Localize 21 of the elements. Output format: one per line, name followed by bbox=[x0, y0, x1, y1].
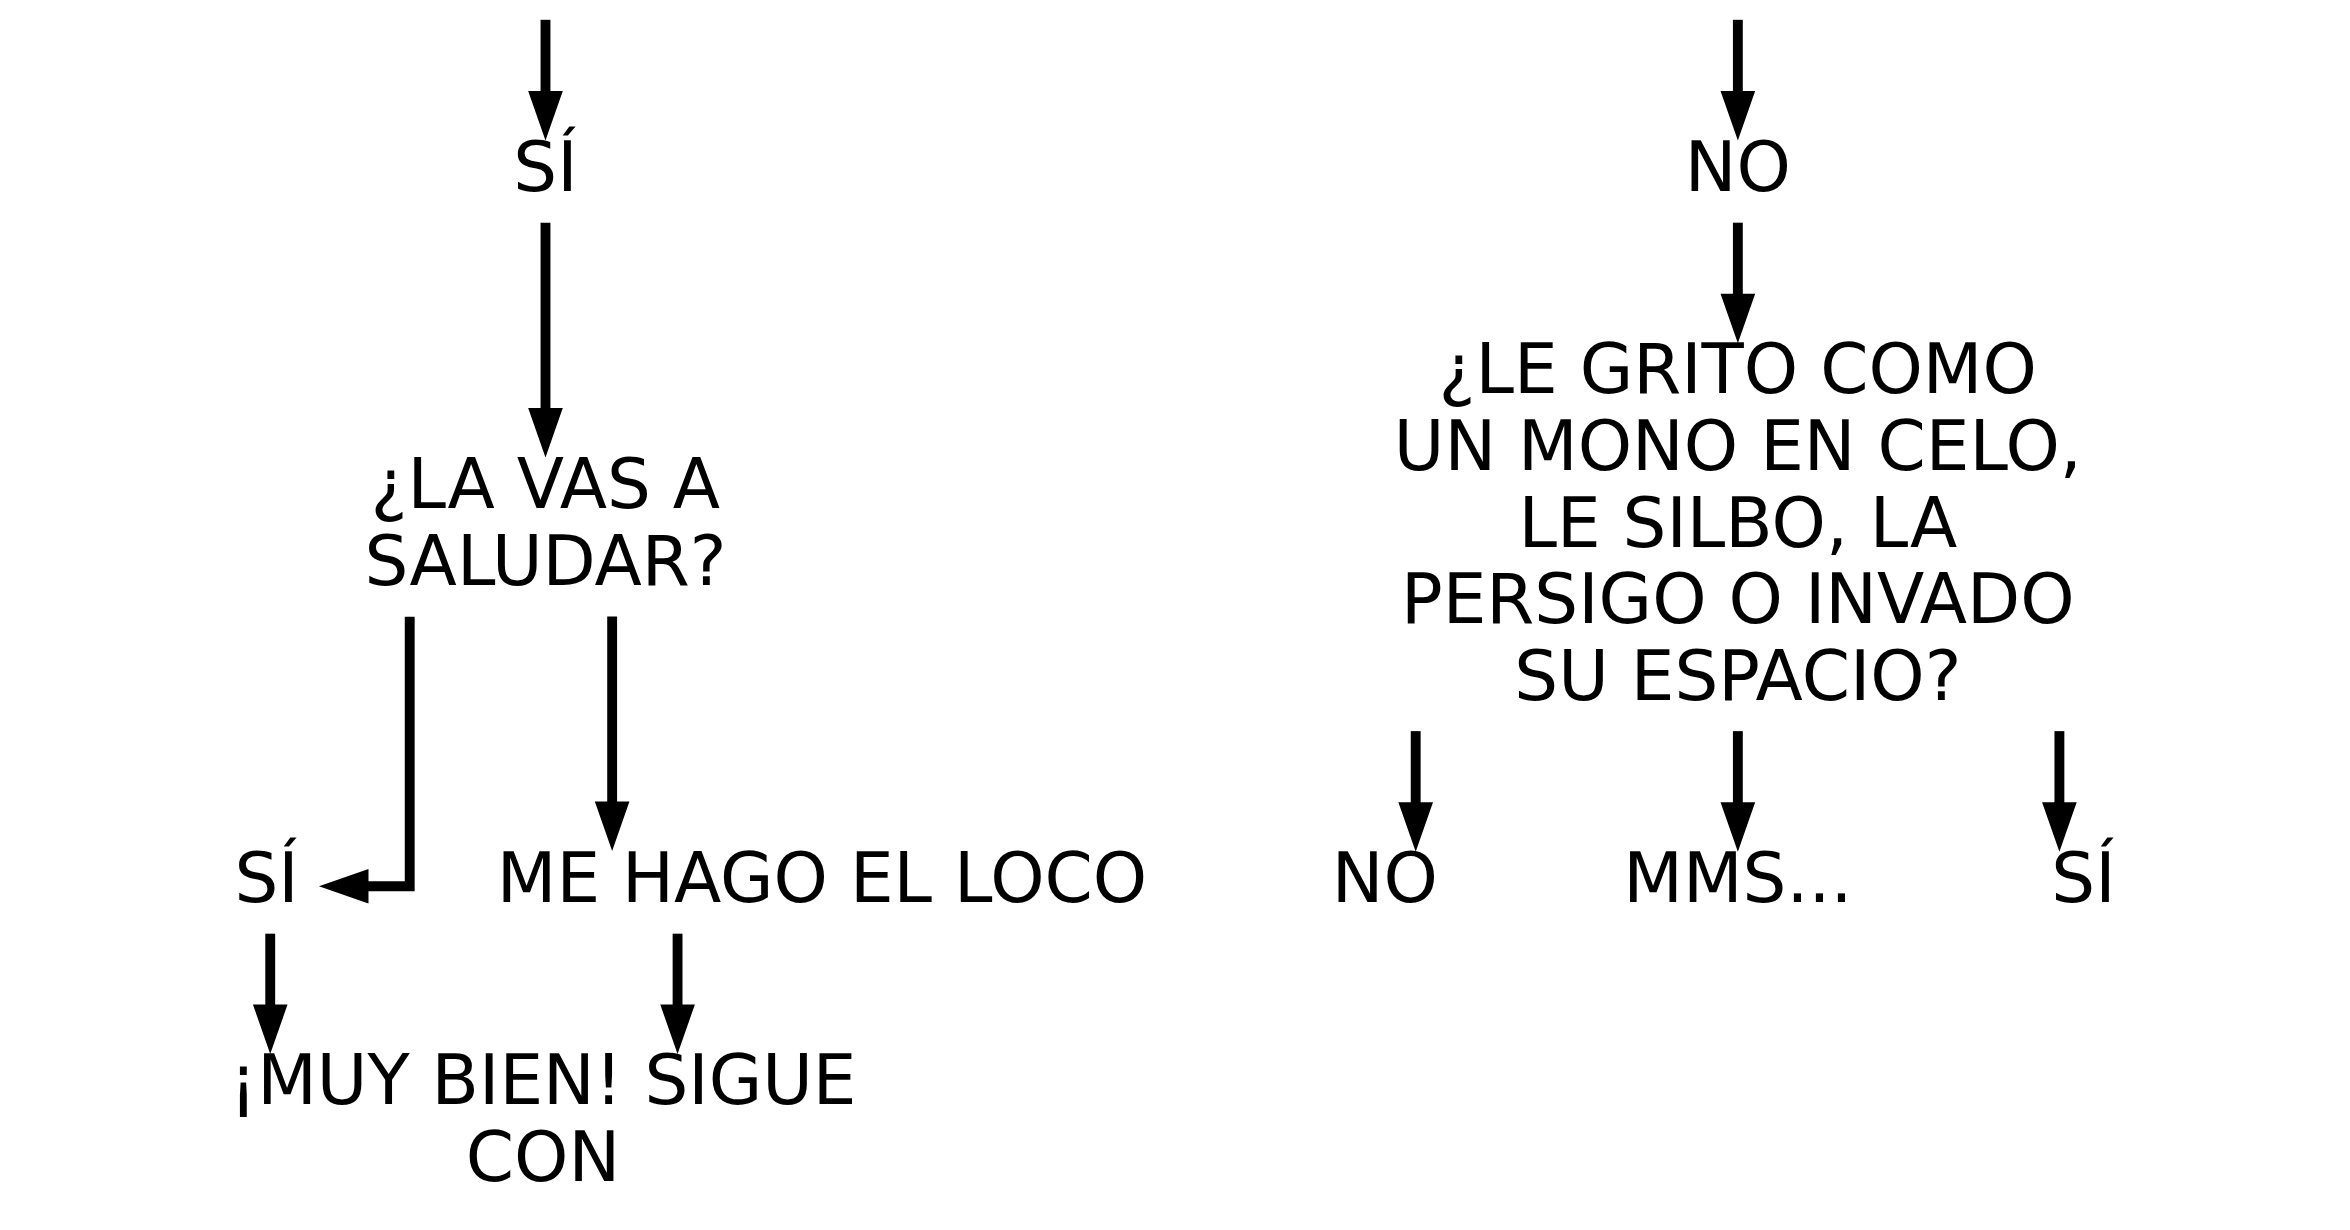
arrow bbox=[1398, 731, 1433, 852]
arrow bbox=[2042, 731, 2077, 852]
arrow bbox=[252, 933, 288, 1054]
arrow bbox=[1720, 731, 1756, 852]
arrow bbox=[319, 616, 415, 904]
node-text: NO bbox=[1684, 127, 1791, 208]
arrow bbox=[528, 222, 563, 458]
node-text: SÍ bbox=[2051, 838, 2116, 919]
node-text: ME HAGO EL LOCO bbox=[496, 838, 1148, 919]
node-text: ¿LA VAS A SALUDAR? bbox=[364, 444, 727, 601]
node-text: SÍ bbox=[513, 127, 578, 208]
arrow bbox=[594, 616, 630, 851]
arrow bbox=[1720, 19, 1756, 141]
node-text: SÍ bbox=[234, 838, 299, 919]
node-text: ¡MUY BIEN! SIGUE CON bbox=[229, 1040, 857, 1197]
arrow bbox=[528, 19, 563, 141]
arrow bbox=[660, 933, 695, 1054]
node-text: MMS... bbox=[1623, 838, 1853, 919]
arrow bbox=[1720, 222, 1756, 344]
node-text: ¿LE GRITO COMO UN MONO EN CELO, LE SILBO, LA PERSIGO O INVADO SU ESPACIO? bbox=[1393, 329, 2082, 716]
node-text: NO bbox=[1331, 838, 1438, 919]
